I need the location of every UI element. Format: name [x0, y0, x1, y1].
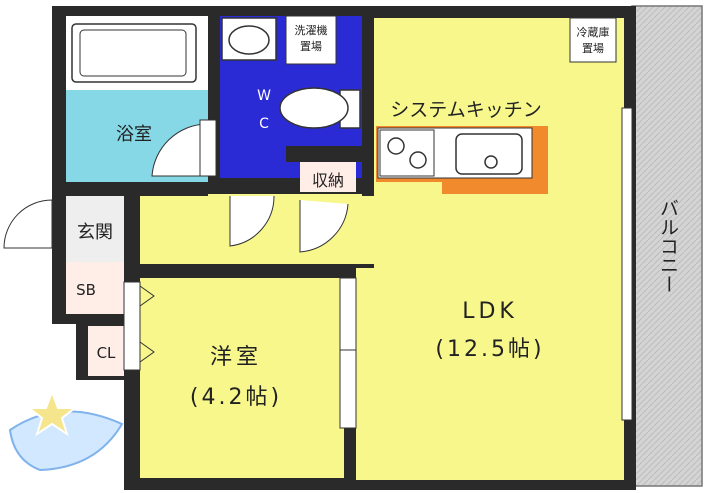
entrance-floor [66, 196, 124, 262]
washer-label-2: 置場 [300, 40, 322, 53]
washer-space [285, 15, 337, 65]
fridge-space [569, 17, 617, 63]
wall-entrance-right [124, 196, 140, 236]
basin-bowl-icon [228, 25, 270, 55]
storage-floor [300, 162, 356, 192]
toilet-label-w: W [257, 88, 271, 104]
closet-doors-icon [123, 281, 141, 371]
storage-door-icon [299, 200, 349, 253]
toilet-door-icon [229, 195, 275, 247]
kitchen-counter-bottom-strip [442, 180, 548, 194]
wall-bath-bottom [52, 182, 208, 196]
wall-toilet-ldk [362, 16, 374, 196]
bathtub-inner [79, 29, 187, 77]
bathtub-icon [71, 23, 197, 83]
western-room-label: 洋室 [210, 345, 262, 370]
washer-label-1: 洗濯機 [295, 23, 328, 37]
wall-storage [286, 146, 362, 162]
drain-icon [484, 155, 498, 169]
ldk-label: LDK [462, 299, 518, 324]
entrance-door-icon [3, 199, 53, 249]
storage-label: 収納 [312, 171, 344, 190]
burner-right-icon [409, 151, 427, 169]
fridge-label-2: 置場 [582, 42, 604, 55]
closet-door-lines-icon [139, 285, 155, 307]
closet-door-lines-2-icon [139, 341, 155, 363]
closet-floor [88, 326, 124, 376]
balcony-area [631, 5, 703, 487]
fridge-label-1: 冷蔵庫 [577, 25, 610, 39]
wall-toilet-bottom [220, 178, 300, 194]
closet-label: CL [97, 344, 116, 362]
burner-left-icon [387, 137, 405, 155]
bath-label: 浴室 [116, 124, 152, 145]
star-logo [8, 389, 124, 472]
shoe-box-label: SB [76, 281, 96, 299]
western-room-size-label: (4.2帖) [190, 385, 282, 410]
western-room-floor [140, 278, 344, 478]
cooktop [379, 129, 435, 177]
washbasin-icon [221, 17, 277, 61]
wall-room-top [124, 264, 356, 278]
kitchen-label: システムキッチン [390, 99, 541, 121]
toilet-label-c: C [259, 116, 269, 132]
balcony-label: バルコニー [657, 199, 679, 294]
ldk-size-label: (12.5帖) [435, 337, 544, 362]
entrance-label: 玄関 [77, 222, 113, 243]
toilet-bowl-icon [279, 87, 349, 129]
sink-icon [455, 133, 523, 175]
sliding-door-icon [339, 277, 357, 429]
balcony-window-icon [621, 107, 633, 421]
ldk-floor-lower [356, 268, 624, 480]
shoe-box-floor [66, 262, 124, 314]
bath-window-icon [199, 119, 217, 177]
